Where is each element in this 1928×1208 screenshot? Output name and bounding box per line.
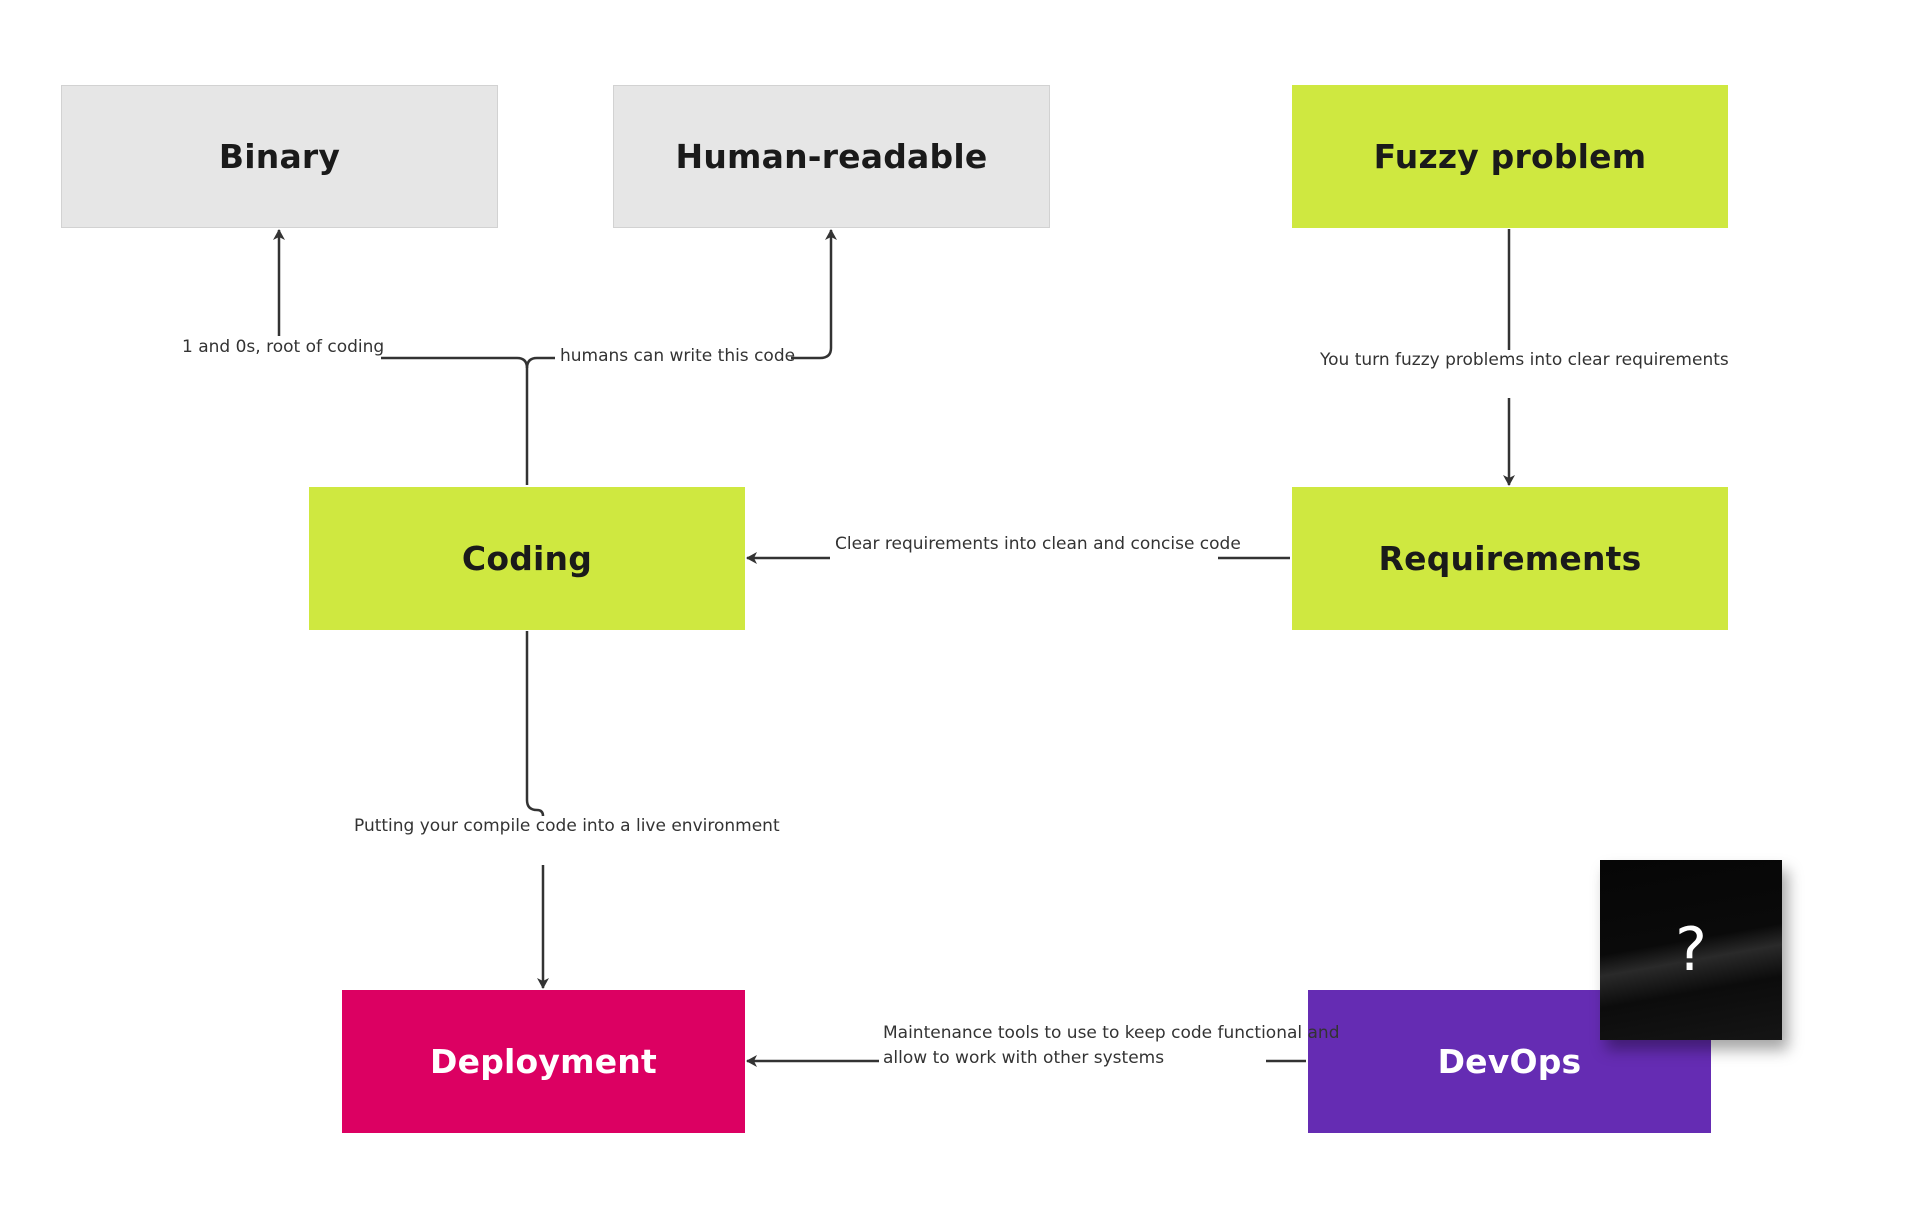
node-deployment[interactable]: Deployment (342, 990, 745, 1133)
node-human-readable[interactable]: Human-readable (613, 85, 1050, 228)
node-human-readable-label: Human-readable (675, 137, 988, 176)
node-requirements[interactable]: Requirements (1292, 487, 1728, 630)
edge-label-coding-to-human: humans can write this code (560, 346, 796, 366)
node-fuzzy-problem[interactable]: Fuzzy problem (1292, 85, 1728, 228)
node-fuzzy-problem-label: Fuzzy problem (1373, 137, 1647, 176)
connector-coding-to-deployment-top (525, 631, 545, 817)
node-coding-label: Coding (461, 539, 593, 578)
node-deployment-label: Deployment (430, 1042, 657, 1081)
connector-coding-to-human-arrow (791, 229, 837, 360)
node-binary-label: Binary (218, 137, 341, 176)
edge-label-requirements-to-coding: Clear requirements into clean and concis… (835, 534, 1241, 554)
node-devops-label: DevOps (1437, 1042, 1582, 1081)
sticky-note-text: ? (1675, 915, 1707, 985)
node-coding[interactable]: Coding (309, 487, 745, 630)
connector-coding-to-human (525, 356, 555, 369)
sticky-note[interactable]: ? (1600, 860, 1782, 1040)
node-requirements-label: Requirements (1378, 539, 1642, 578)
node-devops[interactable]: DevOps (1308, 990, 1711, 1133)
edge-label-fuzzy-to-requirements: You turn fuzzy problems into clear requi… (1320, 350, 1729, 370)
edge-label-devops-to-deployment: Maintenance tools to use to keep code fu… (883, 1023, 1340, 1068)
edge-label-coding-to-deployment: Putting your compile code into a live en… (354, 816, 780, 836)
connector-coding-to-binary (381, 356, 529, 485)
edge-label-coding-to-binary: 1 and 0s, root of coding (182, 337, 385, 357)
node-binary[interactable]: Binary (61, 85, 498, 228)
